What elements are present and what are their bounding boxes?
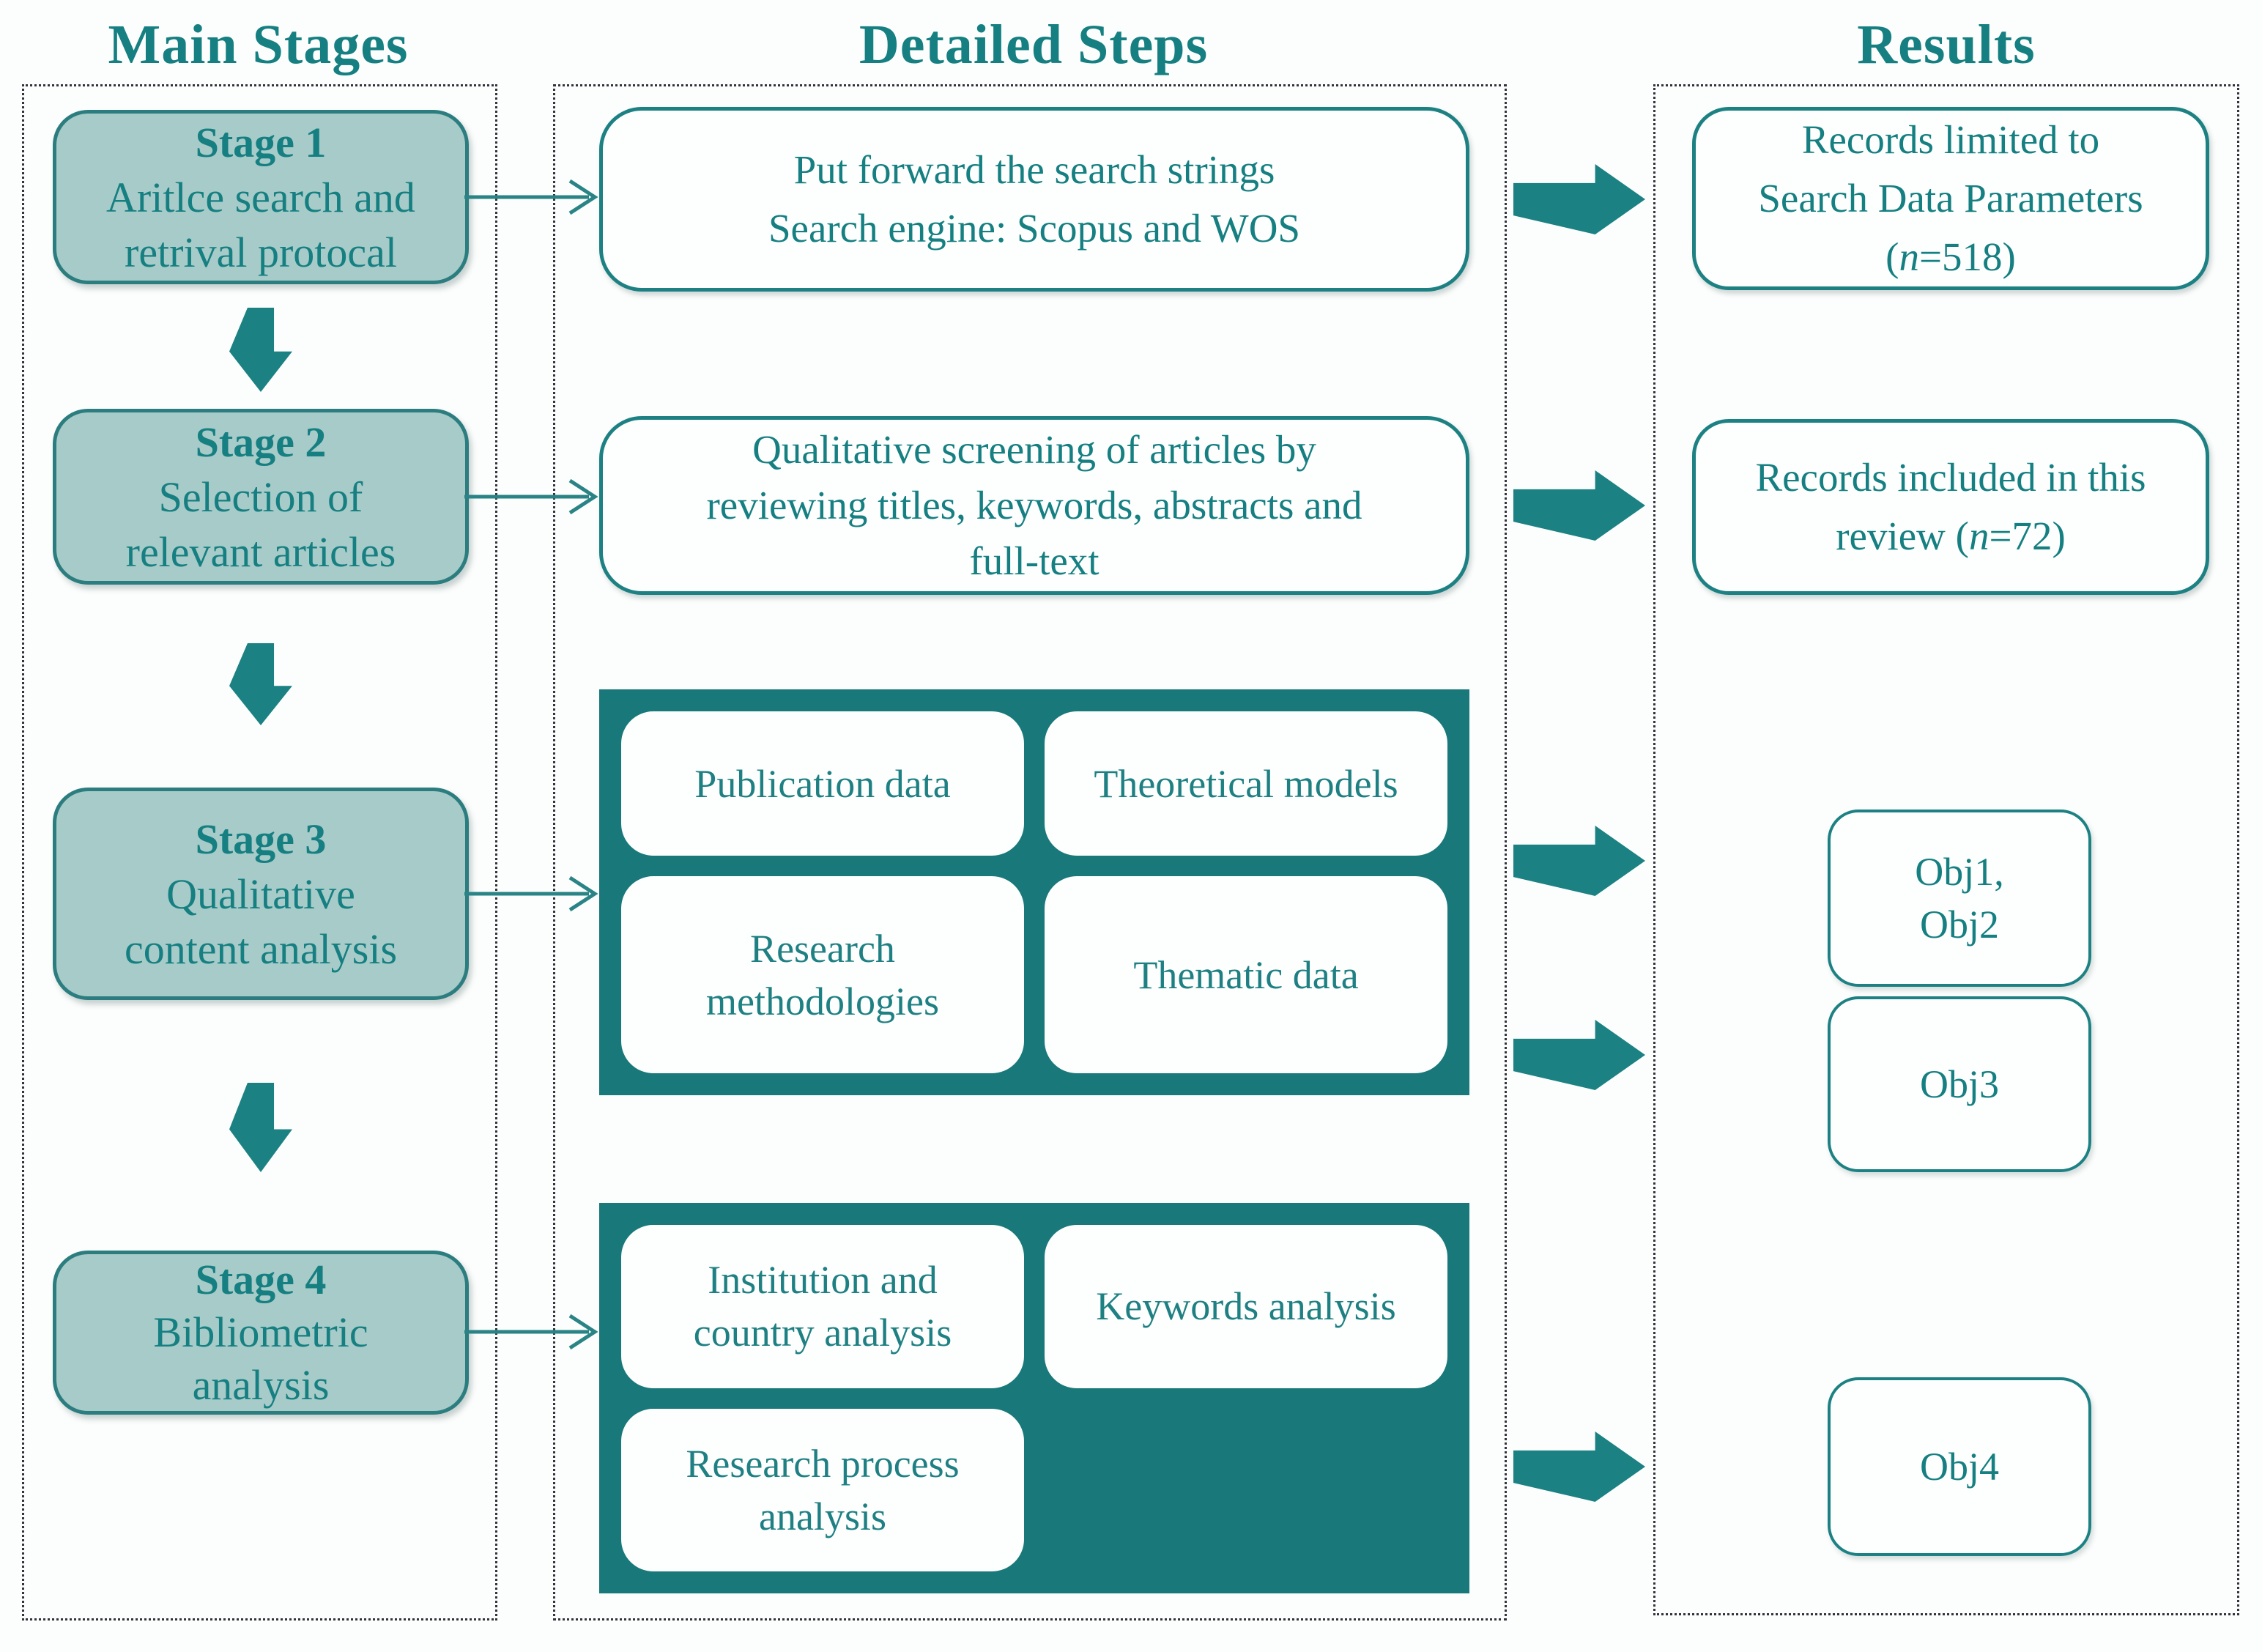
stage-description-line: relevant articles [125, 527, 396, 576]
result-count-line: (n=518) [1885, 234, 2016, 279]
step-text-line: Search engine: Scopus and WOS [768, 206, 1301, 251]
objective-label: Obj3 [1920, 1062, 1999, 1106]
stage-description-line: Bibliometric [153, 1308, 368, 1356]
right-arrow-icon [464, 1314, 598, 1350]
block-right-arrow-icon [1513, 470, 1645, 541]
detailed-steps-column [553, 84, 1507, 1620]
objective-box-obj3: Obj3 [1828, 996, 2091, 1172]
stage-title: Stage 4 [195, 1256, 327, 1303]
block-right-arrow-icon [1513, 164, 1645, 234]
objective-box-obj4: Obj4 [1828, 1377, 2091, 1556]
block-right-arrow-icon [1513, 1020, 1645, 1090]
result-count-line: review (n=72) [1836, 514, 2066, 558]
step-text-line: Put forward the search strings [793, 147, 1275, 192]
bibliometric-item-institution-country: Institution and country analysis [621, 1225, 1024, 1388]
stage-title: Stage 2 [195, 418, 327, 466]
result-text-line: Search Data Parameters [1758, 176, 2143, 221]
sample-size-variable: n [1968, 514, 1990, 558]
stage-title: Stage 3 [195, 815, 327, 863]
result-text-line: Records included in this [1755, 455, 2146, 500]
main-stages-column [22, 84, 497, 1620]
right-arrow-icon [464, 875, 598, 912]
step-1-box: Put forward the search strings Search en… [599, 107, 1469, 292]
bibliometric-item-keywords: Keywords analysis [1045, 1225, 1447, 1388]
stage-description-line: Selection of [158, 473, 363, 521]
results-column [1653, 84, 2239, 1615]
block-right-arrow-icon [1513, 1431, 1645, 1502]
objective-label: Obj4 [1920, 1445, 1999, 1489]
stage-description-line: content analysis [124, 925, 398, 973]
stage-description-line: retrival protocal [125, 228, 397, 276]
objective-label: Obj1, [1915, 850, 2004, 894]
content-item-research-methodologies: Research methodologies [621, 876, 1024, 1073]
content-item-publication-data: Publication data [621, 711, 1024, 856]
sample-size-variable: n [1899, 234, 1919, 279]
result-records-limited-box: Records limited to Search Data Parameter… [1692, 107, 2209, 290]
content-item-thematic-data: Thematic data [1045, 876, 1447, 1073]
objective-label: Obj2 [1920, 903, 1999, 947]
result-records-included-box: Records included in this review (n=72) [1692, 419, 2209, 595]
result-text-line: Records limited to [1801, 117, 2100, 162]
qualitative-content-analysis-block: Publication data Theoretical models Rese… [599, 689, 1469, 1095]
stage-description-line: Qualitative [166, 870, 355, 918]
objective-box-obj1-obj2: Obj1, Obj2 [1828, 810, 2091, 987]
right-arrow-icon [464, 478, 598, 515]
content-item-theoretical-models: Theoretical models [1045, 711, 1447, 856]
stage-4-box: Stage 4 Bibliometric analysis [53, 1251, 469, 1415]
stage-3-box: Stage 3 Qualitative content analysis [53, 788, 469, 1000]
stage-title: Stage 1 [195, 118, 327, 166]
bibliometric-analysis-block: Institution and country analysis Keyword… [599, 1203, 1469, 1593]
step-text-line: full-text [969, 538, 1100, 583]
stage-description-line: Aritlce search and [106, 173, 415, 221]
step-text-line: reviewing titles, keywords, abstracts an… [706, 483, 1362, 527]
column-header-main-stages: Main Stages [108, 14, 409, 75]
step-2-box: Qualitative screening of articles by rev… [599, 416, 1469, 595]
column-header-results: Results [1857, 14, 2036, 75]
empty-cell [1045, 1409, 1447, 1572]
stage-description-line: analysis [192, 1361, 330, 1409]
step-text-line: Qualitative screening of articles by [752, 427, 1316, 472]
column-header-detailed-steps: Detailed Steps [859, 14, 1209, 75]
stage-1-box: Stage 1 Aritlce search and retrival prot… [53, 110, 469, 284]
bibliometric-item-research-process: Research process analysis [621, 1408, 1024, 1571]
block-right-arrow-icon [1513, 826, 1645, 896]
stage-2-box: Stage 2 Selection of relevant articles [53, 409, 469, 585]
right-arrow-icon [464, 179, 598, 215]
